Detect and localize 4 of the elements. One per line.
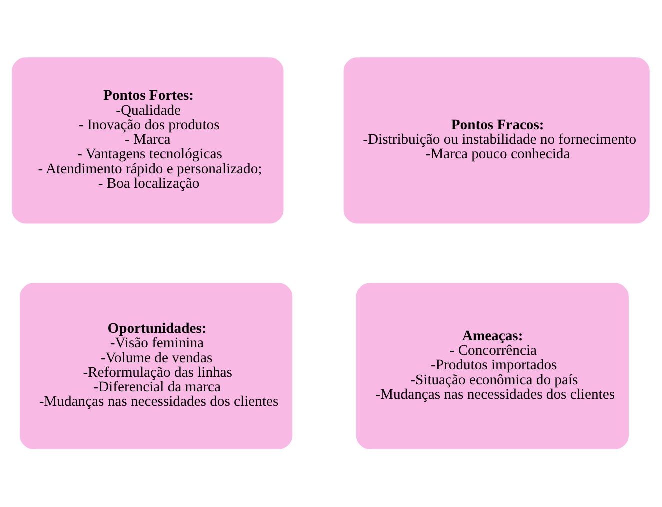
node-box: Oportunidades: -Visão feminina -Volume de vendas -Reformulação das linhas -Diferencial da marca -Mudanças nas necessidades dos clientes <box>20 283 293 450</box>
node-box: Pontos Fracos: -Distribuição ou instabilidade no fornecimento -Marca pouco conhecida <box>344 58 650 224</box>
node-box: Pontos Fortes: -Qualidade - Inovação dos produtos - Marca - Vantagens tecnológicas - Atendimento rápido e personalizado; - Boa localização <box>12 58 284 224</box>
node-box: Ameaças: - Concorrência -Produtos importados -Situação econômica do país -Mudanças nas necessidades dos clientes <box>356 283 629 450</box>
